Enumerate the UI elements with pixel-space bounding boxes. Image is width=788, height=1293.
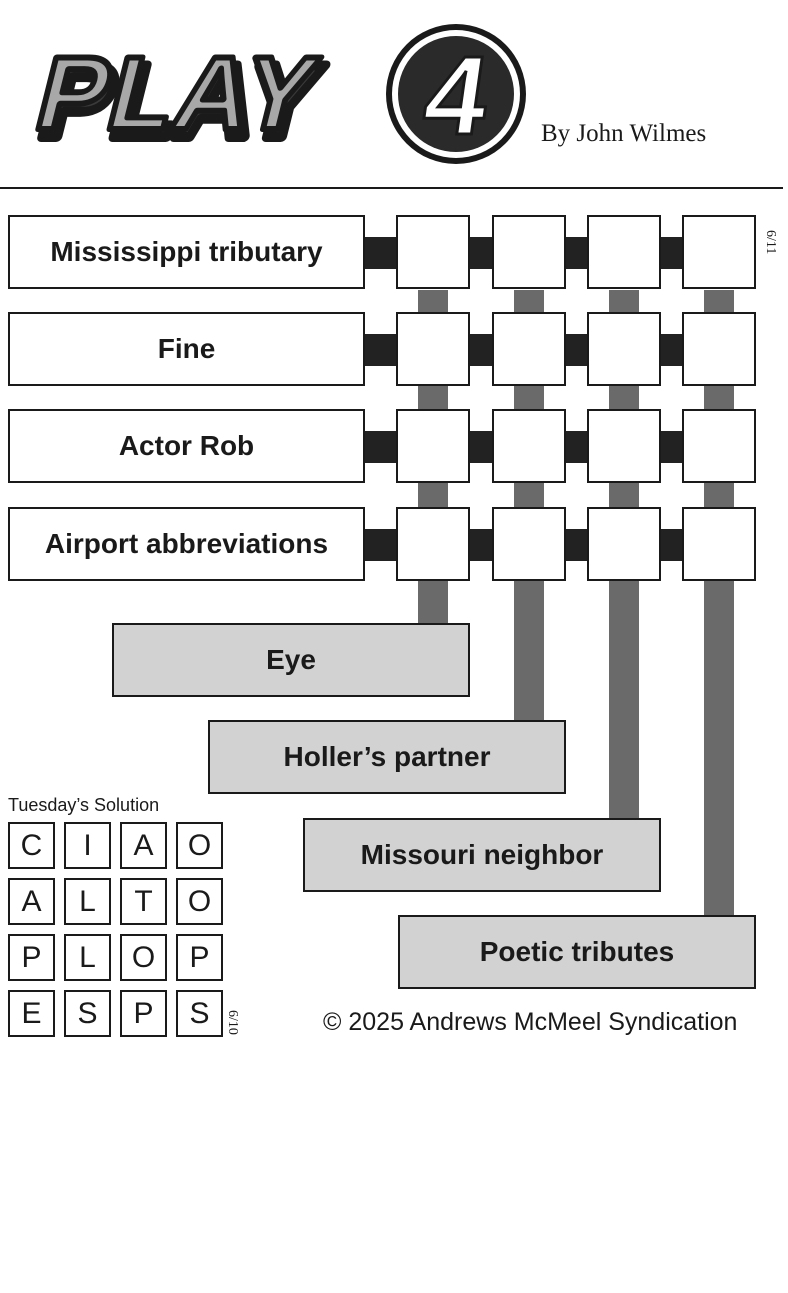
header-divider xyxy=(0,187,783,189)
across-clue-1: Mississippi tributary xyxy=(8,215,365,289)
solution-cell: T xyxy=(120,878,167,925)
solution-cell: L xyxy=(64,934,111,981)
answer-cell[interactable] xyxy=(587,312,661,386)
answer-cell[interactable] xyxy=(682,215,756,289)
solution-cell: L xyxy=(64,878,111,925)
solution-date: 6/10 xyxy=(225,1010,240,1035)
answer-cell[interactable] xyxy=(587,507,661,581)
down-clue-3: Missouri neighbor xyxy=(303,818,661,892)
answer-cell[interactable] xyxy=(396,507,470,581)
solution-title: Tuesday’s Solution xyxy=(8,795,160,815)
byline: By John Wilmes xyxy=(541,120,707,147)
solution-cell: O xyxy=(120,934,167,981)
solution-cell: S xyxy=(64,990,111,1037)
down-clue-1: Eye xyxy=(112,623,470,697)
solution-cell: I xyxy=(64,822,111,869)
solution-cell: P xyxy=(120,990,167,1037)
solution-cell: C xyxy=(8,822,55,869)
answer-cell[interactable] xyxy=(492,507,566,581)
solution-cell: P xyxy=(8,934,55,981)
across-clue-2: Fine xyxy=(8,312,365,386)
play4-logo: PLAY PLAY 4 xyxy=(23,24,526,165)
answer-cell[interactable] xyxy=(587,409,661,483)
solution-cell: S xyxy=(176,990,223,1037)
solution-cell: E xyxy=(8,990,55,1037)
across-clue-4: Airport abbreviations xyxy=(8,507,365,581)
copyright: © 2025 Andrews McMeel Syndication xyxy=(323,1008,738,1036)
answer-cell[interactable] xyxy=(682,312,756,386)
puzzle-date: 6/11 xyxy=(763,230,778,255)
answer-cell[interactable] xyxy=(682,507,756,581)
answer-cell[interactable] xyxy=(492,312,566,386)
solution-cell: A xyxy=(120,822,167,869)
svg-text:PLAY: PLAY xyxy=(30,43,335,159)
answer-cell[interactable] xyxy=(396,409,470,483)
solution-cell: O xyxy=(176,822,223,869)
answer-cell[interactable] xyxy=(396,215,470,289)
answer-cell[interactable] xyxy=(492,409,566,483)
down-clue-4: Poetic tributes xyxy=(398,915,756,989)
solution-cell: O xyxy=(176,878,223,925)
answer-cell[interactable] xyxy=(682,409,756,483)
answer-cell[interactable] xyxy=(396,312,470,386)
solution-cell: A xyxy=(8,878,55,925)
across-clue-3: Actor Rob xyxy=(8,409,365,483)
solution-cell: P xyxy=(176,934,223,981)
svg-text:PLAY: PLAY xyxy=(26,35,331,151)
down-clue-2: Holler’s partner xyxy=(208,720,566,794)
answer-cell[interactable] xyxy=(492,215,566,289)
vertical-connector xyxy=(704,290,734,916)
answer-cell[interactable] xyxy=(587,215,661,289)
